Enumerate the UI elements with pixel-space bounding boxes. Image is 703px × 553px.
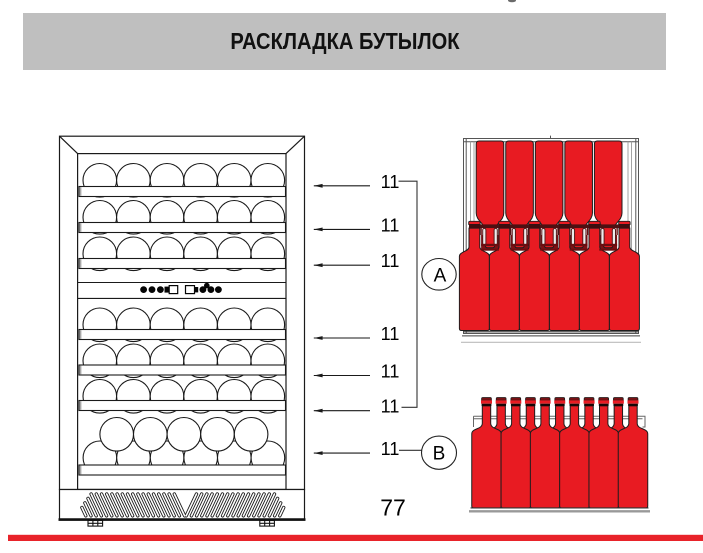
svg-text:11: 11 [381,324,400,344]
svg-text:11: 11 [381,439,400,459]
svg-text:11: 11 [381,215,400,235]
svg-text:11: 11 [381,172,400,192]
svg-text:11: 11 [381,251,400,271]
svg-text:A: A [434,266,447,287]
svg-text:B: B [433,443,446,464]
svg-text:11: 11 [381,362,400,382]
svg-text:77: 77 [380,495,406,521]
svg-text:11: 11 [381,397,400,417]
